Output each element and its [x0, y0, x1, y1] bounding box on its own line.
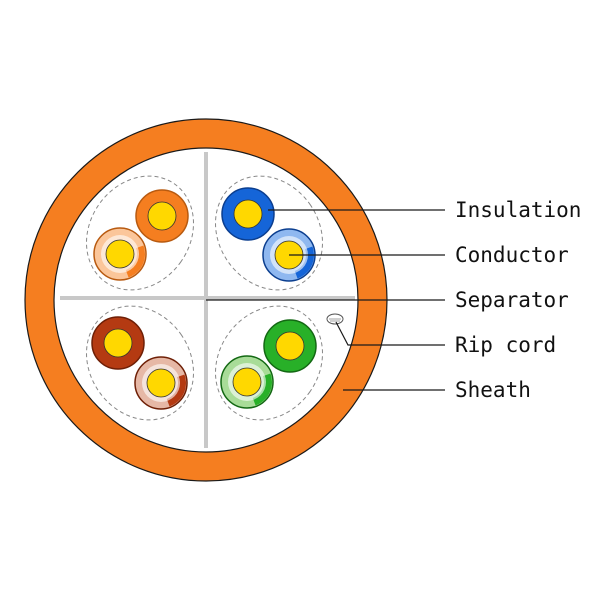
conductor [103, 328, 133, 358]
green-pair-solid-wire [263, 319, 317, 373]
pair-outline-bottom-left [86, 305, 194, 421]
brown-pair-solid-wire [91, 316, 145, 370]
conductor [232, 367, 262, 397]
blue-pair-solid-wire [221, 187, 275, 241]
pair-outline-top-left [86, 175, 194, 291]
green-pair-striped-wire [220, 355, 274, 409]
conductor [147, 201, 177, 231]
conductor [146, 368, 176, 398]
green-pair [220, 319, 317, 409]
leader-rip-cord [335, 321, 445, 346]
brown-pair-striped-wire [134, 356, 188, 410]
label-separator: Separator [455, 288, 569, 312]
label-conductor: Conductor [455, 243, 569, 267]
pair-outline-bottom-right [215, 305, 323, 421]
orange-pair-striped-wire [93, 227, 147, 281]
conductor [275, 331, 305, 361]
conductor [105, 239, 135, 269]
leader-lines [206, 209, 445, 391]
twisted-pairs [91, 187, 317, 410]
blue-pair [221, 187, 316, 282]
rip-cord [326, 313, 344, 325]
label-sheath: Sheath [455, 378, 531, 402]
orange-pair-solid-wire [135, 189, 189, 243]
label-rip-cord: Rip cord [455, 333, 556, 357]
label-insulation: Insulation [455, 198, 581, 222]
pair-outline-top-right [215, 175, 323, 291]
brown-pair [91, 316, 188, 410]
orange-pair [93, 189, 189, 281]
conductor [233, 199, 263, 229]
